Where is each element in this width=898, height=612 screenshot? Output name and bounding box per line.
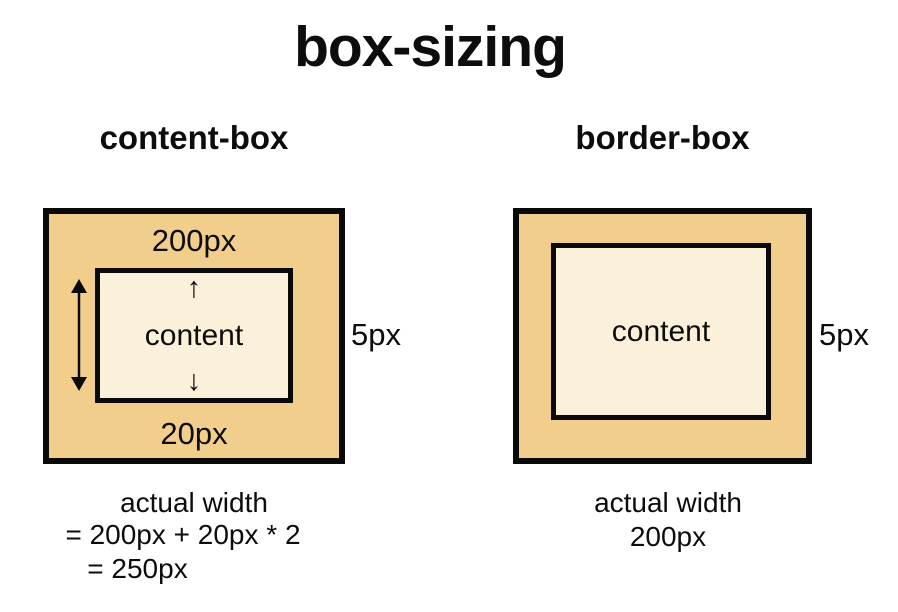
border-box-content-area: content	[551, 243, 771, 420]
content-box-content-area: ↑ content ↓	[95, 268, 293, 403]
border-box-border-width-label: 5px	[819, 317, 869, 352]
border-box-caption-line: 200px	[629, 521, 707, 552]
content-box-content-label: content	[144, 318, 244, 352]
up-arrow-icon: ↑	[186, 272, 202, 304]
height-arrow-icon	[71, 279, 87, 391]
content-box-outer-box	[43, 208, 345, 464]
border-box-caption-line: actual width	[594, 487, 742, 518]
content-box-caption-line: = 250px	[87, 553, 188, 584]
content-box-border-width-label: 5px	[351, 317, 401, 352]
content-box-padding-label: 20px	[160, 416, 228, 451]
heading-content-box: content-box	[99, 119, 289, 156]
border-box-content-label: content	[611, 315, 711, 348]
heading-border-box: border-box	[575, 119, 750, 156]
content-box-caption-line: = 200px + 20px * 2	[65, 519, 301, 550]
down-arrow-icon: ↓	[186, 365, 202, 397]
content-box-caption-line: actual width	[120, 487, 268, 518]
content-box-width-label: 200px	[151, 223, 237, 258]
page-title: box-sizing	[294, 15, 567, 79]
